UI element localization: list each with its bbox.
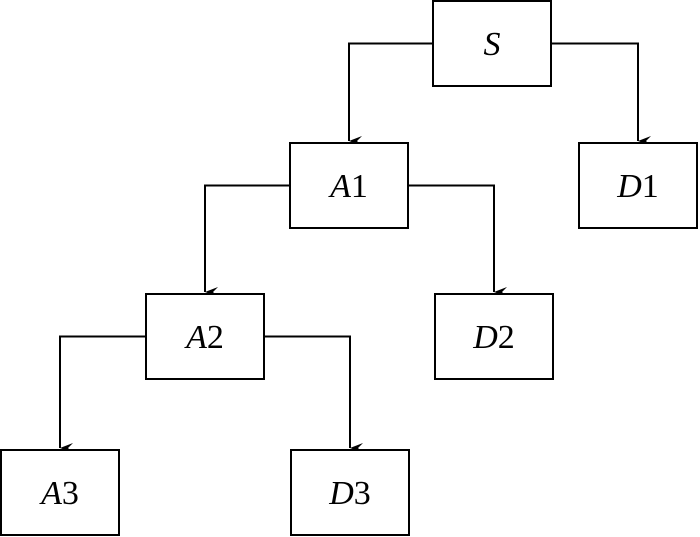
arrow-s-to-a1: [348, 42, 433, 146]
edges: [59, 42, 651, 453]
node-a1: A1: [289, 142, 409, 229]
arrow-a2-to-d3: [264, 335, 363, 453]
node-a3: A3: [0, 449, 120, 536]
arrow-s-to-d1: [551, 42, 651, 146]
svg-text:D1: D1: [616, 168, 659, 205]
svg-text:D3: D3: [328, 475, 371, 512]
node-d2: D2: [434, 293, 554, 380]
arrow-a1-to-d2: [408, 184, 507, 297]
svg-text:A1: A1: [328, 168, 368, 205]
node-s: S: [432, 0, 552, 87]
node-a2: A2: [145, 293, 265, 380]
svg-text:A2: A2: [184, 319, 224, 356]
svg-text:A3: A3: [39, 475, 79, 512]
svg-text:D2: D2: [472, 319, 515, 356]
node-d1: D1: [578, 142, 698, 229]
arrow-a2-to-a3: [59, 335, 146, 453]
node-d3: D3: [290, 449, 410, 536]
arrow-a1-to-a2: [204, 184, 290, 297]
svg-text:S: S: [484, 26, 501, 63]
